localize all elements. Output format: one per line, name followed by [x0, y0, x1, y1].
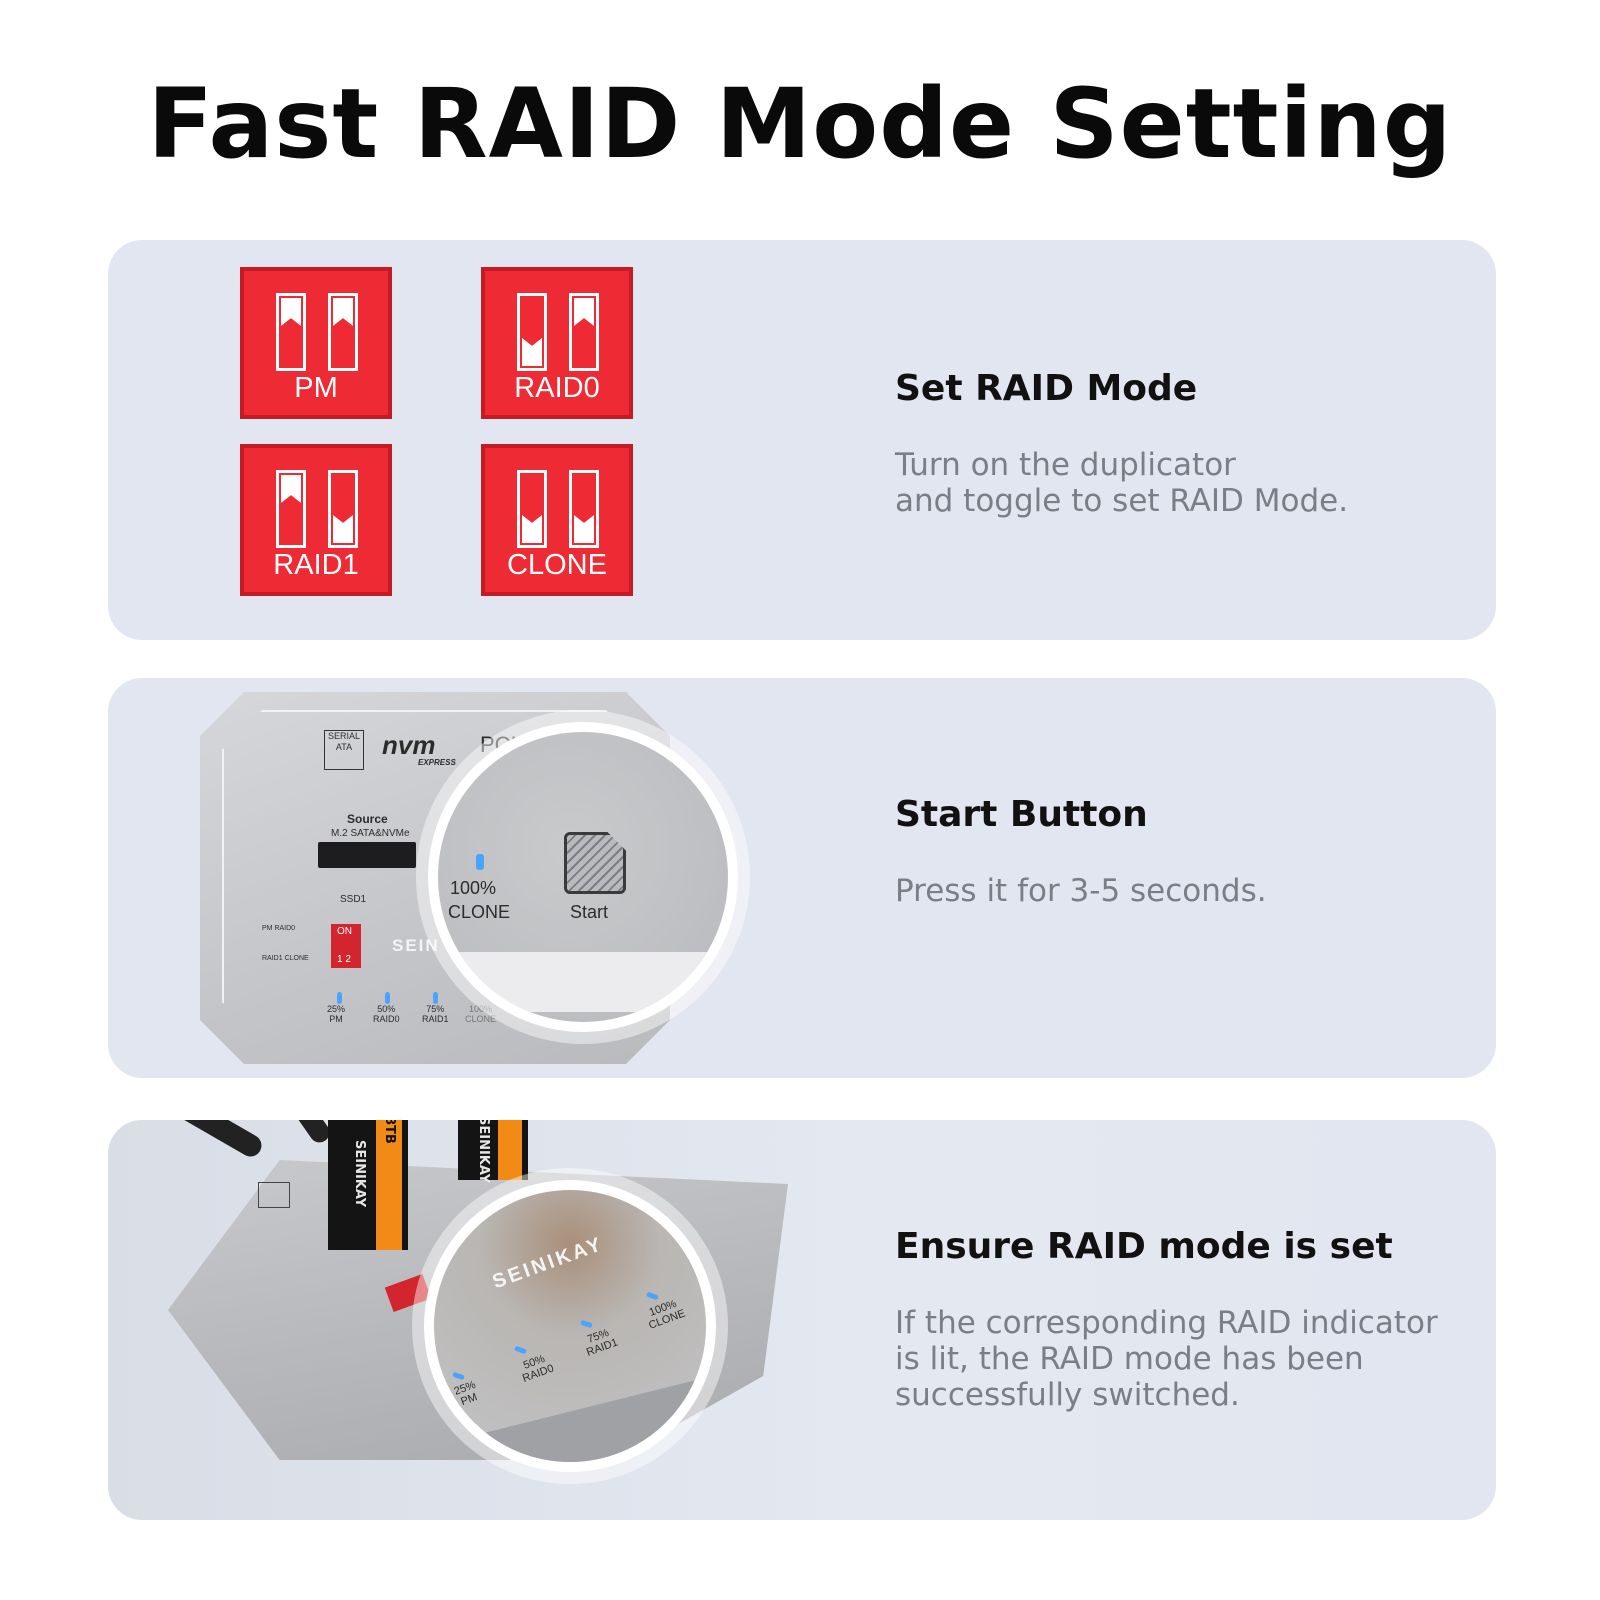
mode-card-label: RAID0 — [514, 372, 600, 404]
zoom-indicator-led — [476, 854, 484, 870]
mode-card-label: PM — [294, 372, 338, 404]
indicator-label-raid0: 50%RAID0 — [373, 1004, 400, 1024]
indicator-led — [337, 992, 342, 1004]
zoom-indicator-mode: CLONE — [448, 902, 511, 922]
indicator-label-raid1: 75%RAID1 — [584, 1326, 620, 1359]
mode-card-label: CLONE — [507, 549, 607, 581]
section-description: Press it for 3-5 seconds. — [895, 873, 1267, 909]
sata-logo: SERIAL ATA — [324, 730, 364, 770]
device-brand: SEINIKAY — [489, 1232, 607, 1294]
panel-set-raid-mode: PM RAID0 RAID1 CLONE Set RAID Mode Turn … — [108, 240, 1496, 640]
mode-card-pm: PM — [240, 267, 392, 419]
dip-switch[interactable]: ON 1 2 — [331, 924, 361, 968]
zoom-magnifier: SEINIKAY 100%CLONE 75%RAID1 50%RAID0 25%… — [424, 1180, 716, 1472]
zoom-indicator-pct: 100% — [450, 878, 497, 898]
ssd-label: SSD1 — [340, 894, 367, 905]
section-description: Turn on the duplicator and toggle to set… — [895, 447, 1349, 519]
mode-card-clone: CLONE — [481, 444, 633, 596]
dip-switch-icon — [517, 293, 601, 373]
device-edge — [438, 952, 728, 1012]
indicator-led-raid1 — [580, 1319, 593, 1329]
nvm-logo: nvm — [382, 730, 436, 760]
zoom-magnifier: 100% CLONE Start — [428, 722, 738, 1032]
device-edge — [434, 1370, 706, 1462]
indicator-label-pm: 25%PM — [327, 1004, 346, 1024]
indicator-label-raid0: 50%RAID0 — [520, 1352, 556, 1385]
section-heading: Set RAID Mode — [895, 368, 1198, 409]
device-brand: SEIN — [392, 936, 440, 955]
m2-slot — [318, 842, 416, 868]
indicator-led — [385, 992, 390, 1004]
dip-switch-icon — [517, 470, 601, 550]
mode-card-label: RAID1 — [273, 549, 359, 581]
sata-logo — [258, 1182, 290, 1208]
indicator-label-raid1: 75%RAID1 — [422, 1004, 449, 1024]
source-label: Source — [347, 812, 388, 826]
indicator-led-clone — [646, 1291, 659, 1301]
device-face — [222, 710, 646, 1042]
page-title: Fast RAID Mode Setting — [147, 68, 1453, 180]
mini-mode-legend: PM RAID0 RAID1 CLONE — [262, 925, 309, 962]
dip-switch-icon — [276, 470, 360, 550]
section-text: Set RAID Mode Turn on the duplicator and… — [895, 368, 1455, 519]
indicator-label-clone: 100%CLONE — [647, 1297, 687, 1332]
panel-ensure-raid: SEINIKAY 8TB SEINIKAY SEINIKAY 100%CLONE… — [108, 1120, 1496, 1520]
panel-start-button: SERIAL ATA nvm EXPRESS PCI Source M.2 SA… — [108, 678, 1496, 1078]
section-text: Ensure RAID mode is set If the correspon… — [895, 1226, 1455, 1413]
indicator-led-pm — [452, 1371, 465, 1381]
usb-cable — [150, 1120, 266, 1161]
section-heading: Ensure RAID mode is set — [895, 1226, 1393, 1267]
start-button[interactable] — [564, 832, 626, 894]
section-heading: Start Button — [895, 794, 1148, 835]
indicator-led — [433, 992, 438, 1004]
ssd-card: SEINIKAY 8TB — [328, 1120, 408, 1250]
indicator-label-pm: 25%PM — [452, 1378, 479, 1409]
mode-card-raid0: RAID0 — [481, 267, 633, 419]
nvm-logo-sub: EXPRESS — [418, 758, 456, 767]
section-description: If the corresponding RAID indicator is l… — [895, 1305, 1438, 1413]
dip-switch-icon — [276, 293, 360, 373]
source-sublabel: M.2 SATA&NVMe — [331, 828, 410, 839]
power-cable — [282, 1120, 334, 1147]
section-text: Start Button Press it for 3-5 seconds. — [895, 794, 1455, 909]
start-button-label: Start — [570, 902, 609, 922]
indicator-led-raid0 — [514, 1345, 527, 1355]
ssd-card: SEINIKAY — [458, 1120, 528, 1183]
mode-card-raid1: RAID1 — [240, 444, 392, 596]
